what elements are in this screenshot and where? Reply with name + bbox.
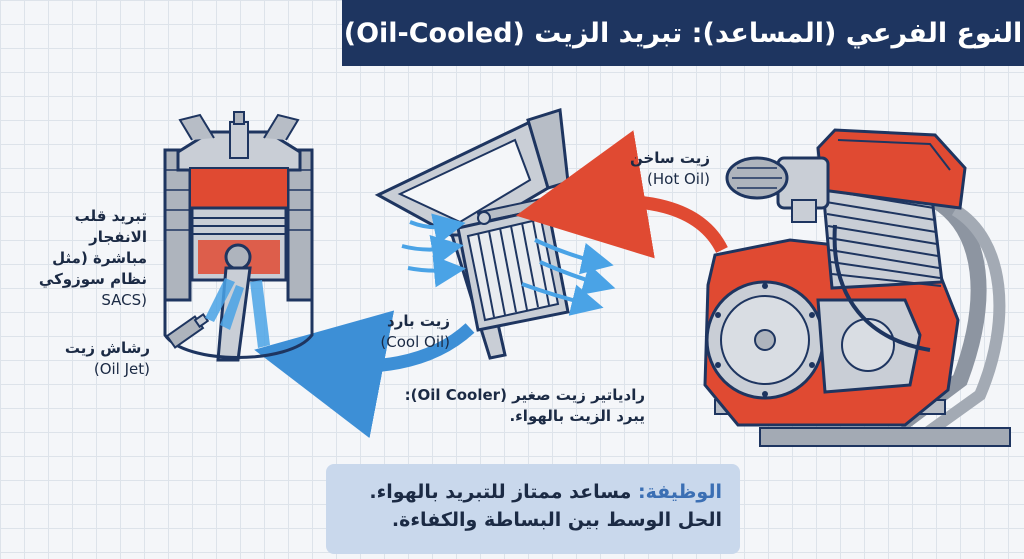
piston-cross-section [163, 111, 314, 362]
oil-jet-label-ar: رشاش زيت [64, 339, 150, 357]
piston-cooling-label-ar: تبريد قلب الانفجار مباشرة (مثل نظام سوزو… [38, 207, 147, 288]
oil-cooler-label: رادياتير زيت صغير (Oil Cooler): يبرد الز… [395, 385, 645, 427]
piston-cooling-label-en: SACS) [101, 291, 147, 309]
info-line-2: الحل الوسط بين البساطة والكفاءة. [391, 509, 722, 531]
oil-cooler-label-line2: يبرد الزيت بالهواء. [509, 407, 645, 425]
cool-oil-arrow [254, 310, 475, 439]
hot-oil-label: زيت ساخن (Hot Oil) [600, 148, 710, 190]
info-keyword: الوظيفة: [637, 481, 722, 503]
function-info-box: الوظيفة: مساعد ممتاز للتبريد بالهواء. ال… [326, 464, 740, 554]
cool-oil-label-ar: زيت بارد [387, 312, 450, 330]
airflow-arrows [401, 213, 616, 316]
info-line-1: الوظيفة: مساعد ممتاز للتبريد بالهواء. [344, 478, 722, 506]
hot-oil-label-en: (Hot Oil) [647, 170, 710, 188]
motorcycle-engine [703, 128, 1011, 447]
hot-oil-label-ar: زيت ساخن [629, 149, 710, 167]
info-line-1-text: مساعد ممتاز للتبريد بالهواء. [369, 481, 632, 503]
cool-oil-label: زيت بارد (Cool Oil) [340, 311, 450, 353]
oil-jet-label: رشاش زيت (Oil Jet) [60, 338, 150, 380]
oil-cooler-label-line1: رادياتير زيت صغير (Oil Cooler): [404, 386, 645, 404]
oil-jet-label-en: (Oil Jet) [93, 360, 150, 378]
cool-oil-label-en: (Cool Oil) [380, 333, 450, 351]
page-title: النوع الفرعي (المساعد): تبريد الزيت (Oil… [342, 0, 1024, 66]
piston-cooling-label: تبريد قلب الانفجار مباشرة (مثل نظام سوزو… [32, 206, 147, 311]
hot-oil-arrow [515, 130, 728, 259]
